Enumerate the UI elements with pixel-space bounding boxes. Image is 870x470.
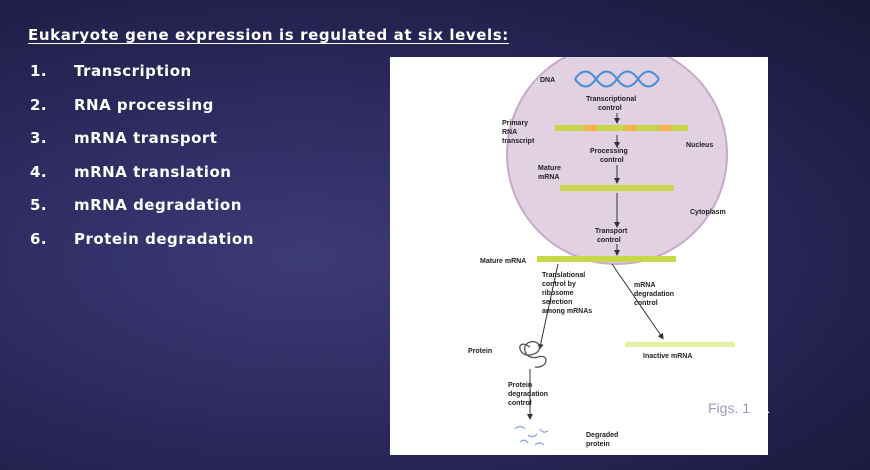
degraded-protein-icon <box>514 425 549 446</box>
list-label: Protein degradation <box>74 229 254 248</box>
list-label: RNA processing <box>74 95 214 114</box>
figure-caption: Figs. 18.1 <box>708 400 769 416</box>
list-label: Transcription <box>74 62 192 80</box>
dna-helix <box>574 70 660 88</box>
list-number: 4. <box>30 162 48 181</box>
list-item: 6. Protein degradation <box>30 230 254 264</box>
list-label: mRNA translation <box>74 162 232 181</box>
mature-mrna-nucleus-label: mRNA <box>538 174 559 181</box>
list-number: 6. <box>30 229 48 248</box>
nucleus-circle <box>506 57 728 265</box>
list-number: 5. <box>30 196 48 214</box>
mrna-degradation-control-label: mRNA <box>634 282 655 289</box>
transcriptional-control-label: Transcriptional <box>586 96 636 103</box>
protein-degradation-control-label: control <box>508 400 532 407</box>
translational-control-label: among mRNAs <box>542 308 592 315</box>
translational-control-label: ribosome <box>542 290 574 297</box>
translational-control-label: control by <box>542 281 576 288</box>
caption-prefix: Figs. 1 <box>708 400 751 416</box>
list-label: mRNA transport <box>74 129 218 147</box>
transport-control-label: control <box>597 237 621 244</box>
mature-mrna-cytoplasm <box>537 256 676 262</box>
caption-number: 8.1 <box>750 400 770 416</box>
mature-mrna-nucleus <box>560 185 674 191</box>
mature-mrna-label: Mature mRNA <box>480 258 526 265</box>
list-label: mRNA degradation <box>74 196 242 214</box>
primary-transcript-label: Primary <box>502 120 528 127</box>
mrna-degradation-control-label: degradation <box>634 291 674 298</box>
flow-arrow <box>537 263 559 350</box>
primary-transcript-label: transcript <box>502 138 535 145</box>
protein-label: Protein <box>468 348 492 355</box>
primary-transcript-label: RNA <box>502 129 517 136</box>
processing-control-label: control <box>600 157 624 164</box>
list-item: 4. mRNA translation <box>30 163 254 197</box>
mrna-degradation-control-label: control <box>634 300 658 307</box>
primary-rna-transcript <box>555 125 688 131</box>
protein-coil-icon <box>519 340 547 368</box>
mature-mrna-nucleus-label: Mature <box>538 165 561 172</box>
protein-degradation-control-label: Protein <box>508 382 532 389</box>
inactive-mrna <box>625 342 735 347</box>
degraded-protein-label: Degraded <box>586 432 618 439</box>
gene-expression-figure: DNA Transcriptional control Primary RNA … <box>390 57 768 455</box>
translational-control-label: Translational <box>542 272 585 279</box>
flow-arrow <box>611 263 664 340</box>
regulation-levels-list: 1. Transcription 2. RNA processing 3. mRNA … <box>30 62 254 263</box>
transport-control-label: Transport <box>595 228 628 235</box>
list-number: 2. <box>30 95 48 114</box>
list-item: 5. mRNA degradation <box>30 196 254 230</box>
list-number: 1. <box>30 62 48 80</box>
slide-title: Eukaryote gene expression is regulated a… <box>28 26 509 44</box>
list-item: 1. Transcription <box>30 62 254 96</box>
translational-control-label: selection <box>542 299 572 306</box>
inactive-mrna-label: Inactive mRNA <box>643 353 692 360</box>
gene-expression-diagram: DNA Transcriptional control Primary RNA … <box>468 57 735 448</box>
dna-label: DNA <box>540 77 555 84</box>
processing-control-label: Processing <box>590 148 628 155</box>
cytoplasm-label: Cytoplasm <box>690 209 726 216</box>
list-number: 3. <box>30 129 48 147</box>
list-item: 3. mRNA transport <box>30 129 254 163</box>
transcriptional-control-label: control <box>598 105 622 112</box>
list-item: 2. RNA processing <box>30 96 254 130</box>
protein-degradation-control-label: degradation <box>508 391 548 398</box>
nucleus-label: Nucleus <box>686 142 713 149</box>
degraded-protein-label: protein <box>586 441 610 448</box>
